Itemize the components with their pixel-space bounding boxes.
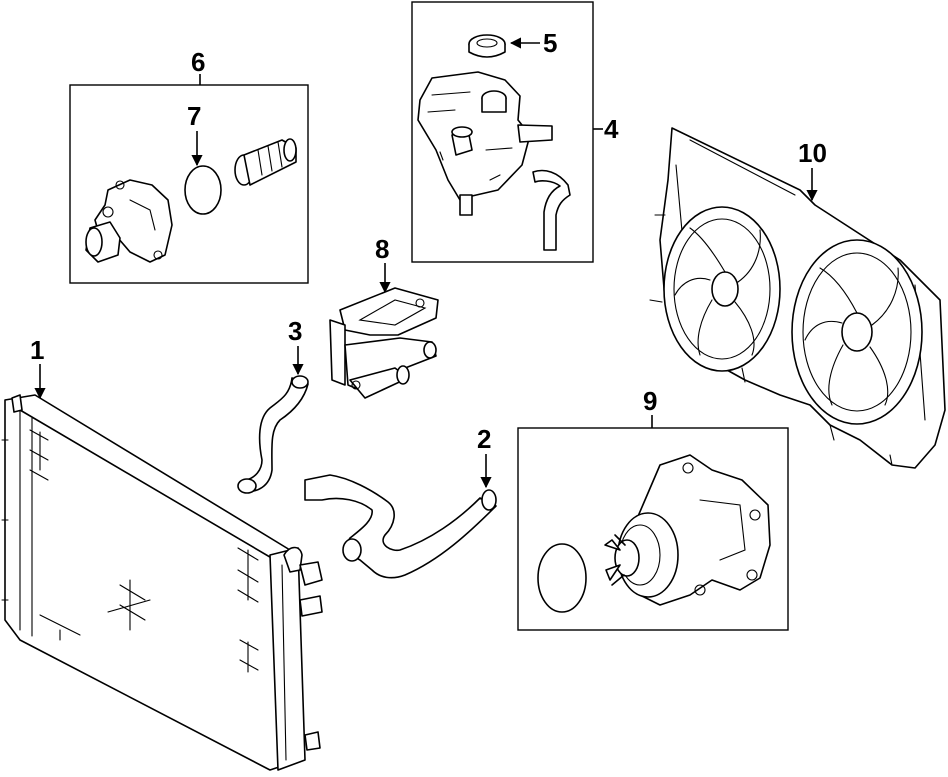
callout-2[interactable]: 2 bbox=[477, 424, 491, 454]
right-fan[interactable] bbox=[791, 239, 923, 425]
callout-5[interactable]: 5 bbox=[543, 28, 557, 58]
reservoir-group-box bbox=[411, 1, 594, 263]
reservoir-cap[interactable] bbox=[468, 34, 506, 58]
water-pump[interactable] bbox=[604, 454, 771, 606]
callout-1[interactable]: 1 bbox=[30, 335, 44, 365]
water-pump-gasket[interactable] bbox=[537, 543, 587, 613]
callout-6[interactable]: 6 bbox=[191, 47, 205, 77]
callout-8[interactable]: 8 bbox=[375, 234, 389, 264]
radiator[interactable] bbox=[1, 394, 323, 771]
left-fan[interactable] bbox=[663, 206, 781, 372]
thermostat-group-box bbox=[69, 84, 309, 284]
lower-radiator-hose[interactable] bbox=[304, 474, 497, 579]
reservoir-hose[interactable] bbox=[532, 169, 571, 251]
callout-3[interactable]: 3 bbox=[288, 316, 302, 346]
water-outlet-assembly[interactable] bbox=[329, 287, 439, 399]
callout-4[interactable]: 4 bbox=[604, 114, 619, 144]
upper-radiator-hose[interactable] bbox=[237, 375, 309, 494]
callout-9[interactable]: 9 bbox=[643, 386, 657, 416]
fan-shroud-assembly[interactable] bbox=[649, 127, 946, 469]
thermostat-gasket[interactable] bbox=[184, 165, 222, 215]
callout-7[interactable]: 7 bbox=[187, 101, 201, 131]
water-pump-group-box bbox=[517, 427, 789, 631]
coolant-reservoir[interactable] bbox=[417, 71, 553, 216]
thermostat-housing[interactable] bbox=[85, 179, 173, 263]
callout-10[interactable]: 10 bbox=[798, 138, 827, 168]
thermostat[interactable] bbox=[234, 138, 297, 186]
